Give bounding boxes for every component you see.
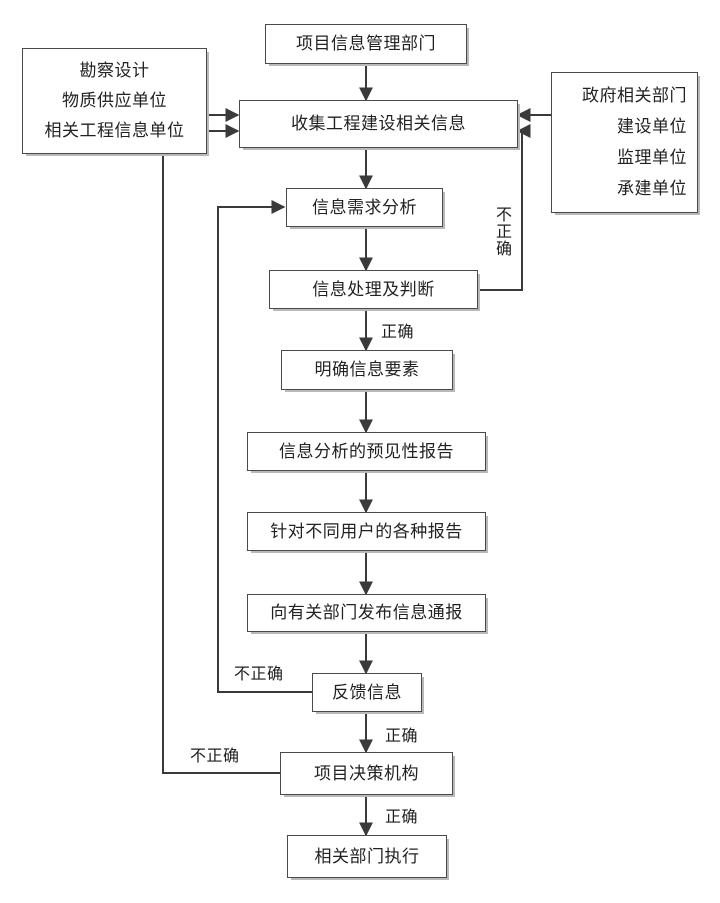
node-collect-line-1: 收集工程建设相关信息 xyxy=(291,114,466,134)
node-decision-line-1: 项目决策机构 xyxy=(314,763,419,783)
node-right-sources[interactable]: 政府相关部门 建设单位 监理单位 承建单位 xyxy=(551,72,698,213)
node-demand[interactable]: 信息需求分析 xyxy=(286,188,443,227)
node-publish[interactable]: 向有关部门发布信息通报 xyxy=(247,594,486,632)
node-forecast-line-1: 信息分析的预见性报告 xyxy=(279,441,454,461)
node-right-sources-line-2: 建设单位 xyxy=(617,117,687,137)
node-decision[interactable]: 项目决策机构 xyxy=(280,752,453,795)
edge-label-feedback-wrong: 不正确 xyxy=(234,666,284,683)
node-left-sources-line-1: 勘察设计 xyxy=(79,61,150,81)
node-elements[interactable]: 明确信息要素 xyxy=(281,350,453,390)
node-info-dept[interactable]: 项目信息管理部门 xyxy=(265,24,467,64)
edge-label-process-right: 正确 xyxy=(381,324,415,341)
node-process-line-1: 信息处理及判断 xyxy=(312,279,435,299)
node-process[interactable]: 信息处理及判断 xyxy=(269,270,478,309)
edge-process-wrong-to-collect xyxy=(478,124,531,291)
edge-label-process-wrong: 不正确 xyxy=(493,206,510,257)
node-right-sources-line-1: 政府相关部门 xyxy=(582,86,687,106)
node-left-sources-line-2: 物质供应单位 xyxy=(62,91,167,111)
node-left-sources-line-3: 相关工程信息单位 xyxy=(44,121,185,141)
node-left-sources[interactable]: 勘察设计 物质供应单位 相关工程信息单位 xyxy=(22,48,207,154)
node-demand-line-1: 信息需求分析 xyxy=(312,197,417,217)
node-reports[interactable]: 针对不同用户的各种报告 xyxy=(247,512,486,551)
edge-label-decision-wrong: 不正确 xyxy=(190,748,240,765)
node-feedback[interactable]: 反馈信息 xyxy=(312,673,422,712)
node-info-dept-line-1: 项目信息管理部门 xyxy=(296,34,436,54)
edge-label-feedback-right: 正确 xyxy=(385,728,419,745)
node-feedback-line-1: 反馈信息 xyxy=(332,682,402,702)
node-collect[interactable]: 收集工程建设相关信息 xyxy=(239,100,518,148)
node-right-sources-line-4: 承建单位 xyxy=(617,179,687,199)
node-reports-line-1: 针对不同用户的各种报告 xyxy=(270,521,463,541)
node-right-sources-line-3: 监理单位 xyxy=(617,148,687,168)
node-execute[interactable]: 相关部门执行 xyxy=(287,835,447,878)
node-execute-line-1: 相关部门执行 xyxy=(314,846,420,866)
node-publish-line-1: 向有关部门发布信息通报 xyxy=(270,603,463,623)
edge-label-decision-right: 正确 xyxy=(385,809,419,826)
edge-feedback-wrong-to-demand xyxy=(217,200,312,693)
node-forecast[interactable]: 信息分析的预见性报告 xyxy=(247,432,486,471)
node-elements-line-1: 明确信息要素 xyxy=(314,360,420,380)
